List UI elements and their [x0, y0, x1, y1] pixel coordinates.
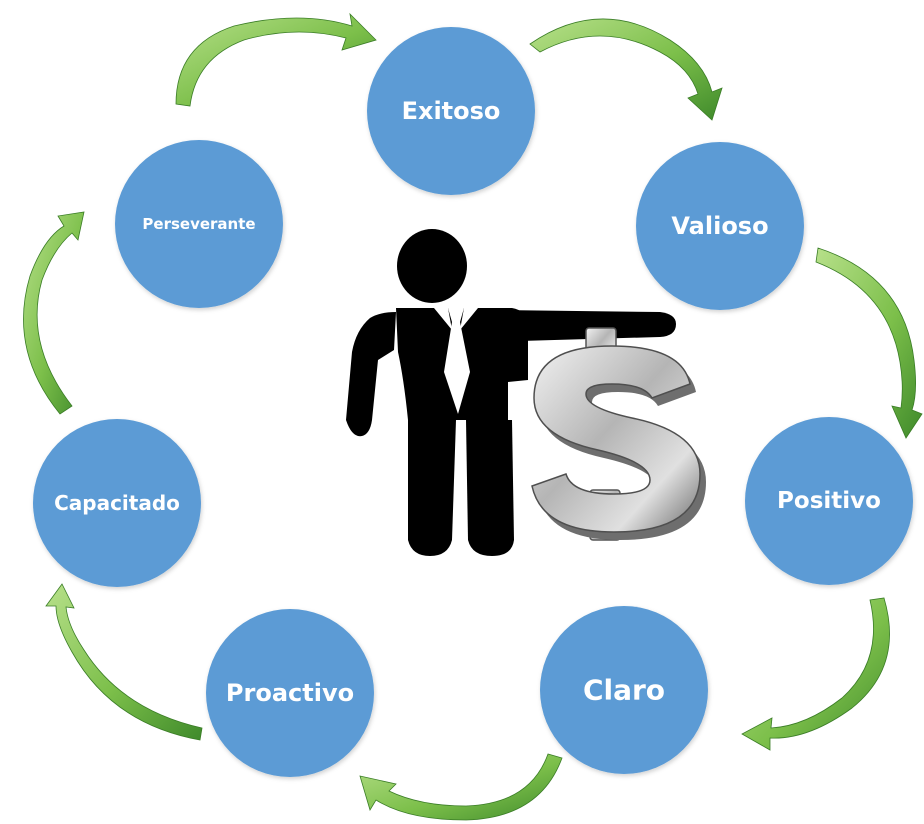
figure-leg-right	[466, 420, 514, 556]
arrow-exitoso-to-valioso	[529, 18, 723, 121]
node-perseverante: Perseverante	[115, 140, 283, 308]
figure-head	[397, 229, 467, 303]
node-exitoso: Exitoso	[367, 27, 535, 195]
figure-arm-left	[346, 312, 396, 437]
node-circle	[636, 142, 804, 310]
node-label: Valioso	[671, 212, 768, 240]
node-claro: Claro	[540, 606, 708, 774]
node-circle	[367, 27, 535, 195]
node-capacitado: Capacitado	[33, 419, 201, 587]
node-label: Exitoso	[402, 97, 501, 125]
cycle-arrows	[23, 12, 923, 821]
node-circle	[115, 140, 283, 308]
cycle-nodes: Exitoso Valioso Positivo Claro Proactivo…	[33, 27, 913, 777]
node-valioso: Valioso	[636, 142, 804, 310]
figure-leg-left	[408, 420, 456, 556]
node-positivo: Positivo	[745, 417, 913, 585]
node-label: Proactivo	[226, 679, 354, 707]
dollar-s-face	[531, 345, 701, 533]
figure-collar-left	[434, 308, 452, 330]
arrow-positivo-to-claro	[741, 597, 890, 751]
figure-tie	[444, 308, 470, 414]
arrow-capacitado-to-perseverante	[23, 211, 85, 415]
dollar-sign-icon	[531, 327, 706, 541]
node-label: Positivo	[777, 488, 881, 514]
node-circle	[745, 417, 913, 585]
node-circle	[540, 606, 708, 774]
node-circle	[33, 419, 201, 587]
node-proactivo: Proactivo	[206, 609, 374, 777]
figure-arm-pointing	[500, 310, 676, 341]
businessman-pointing-icon	[346, 229, 676, 556]
node-label: Claro	[583, 674, 665, 707]
node-label: Perseverante	[142, 215, 255, 233]
arrow-claro-to-proactivo	[359, 753, 563, 821]
node-label: Capacitado	[54, 491, 180, 515]
figure-collar-right	[460, 308, 478, 330]
arrow-valioso-to-positivo	[815, 247, 923, 439]
arrow-perseverante-to-exitoso	[175, 12, 377, 107]
node-circle	[206, 609, 374, 777]
arrow-proactivo-to-capacitado	[45, 583, 203, 741]
